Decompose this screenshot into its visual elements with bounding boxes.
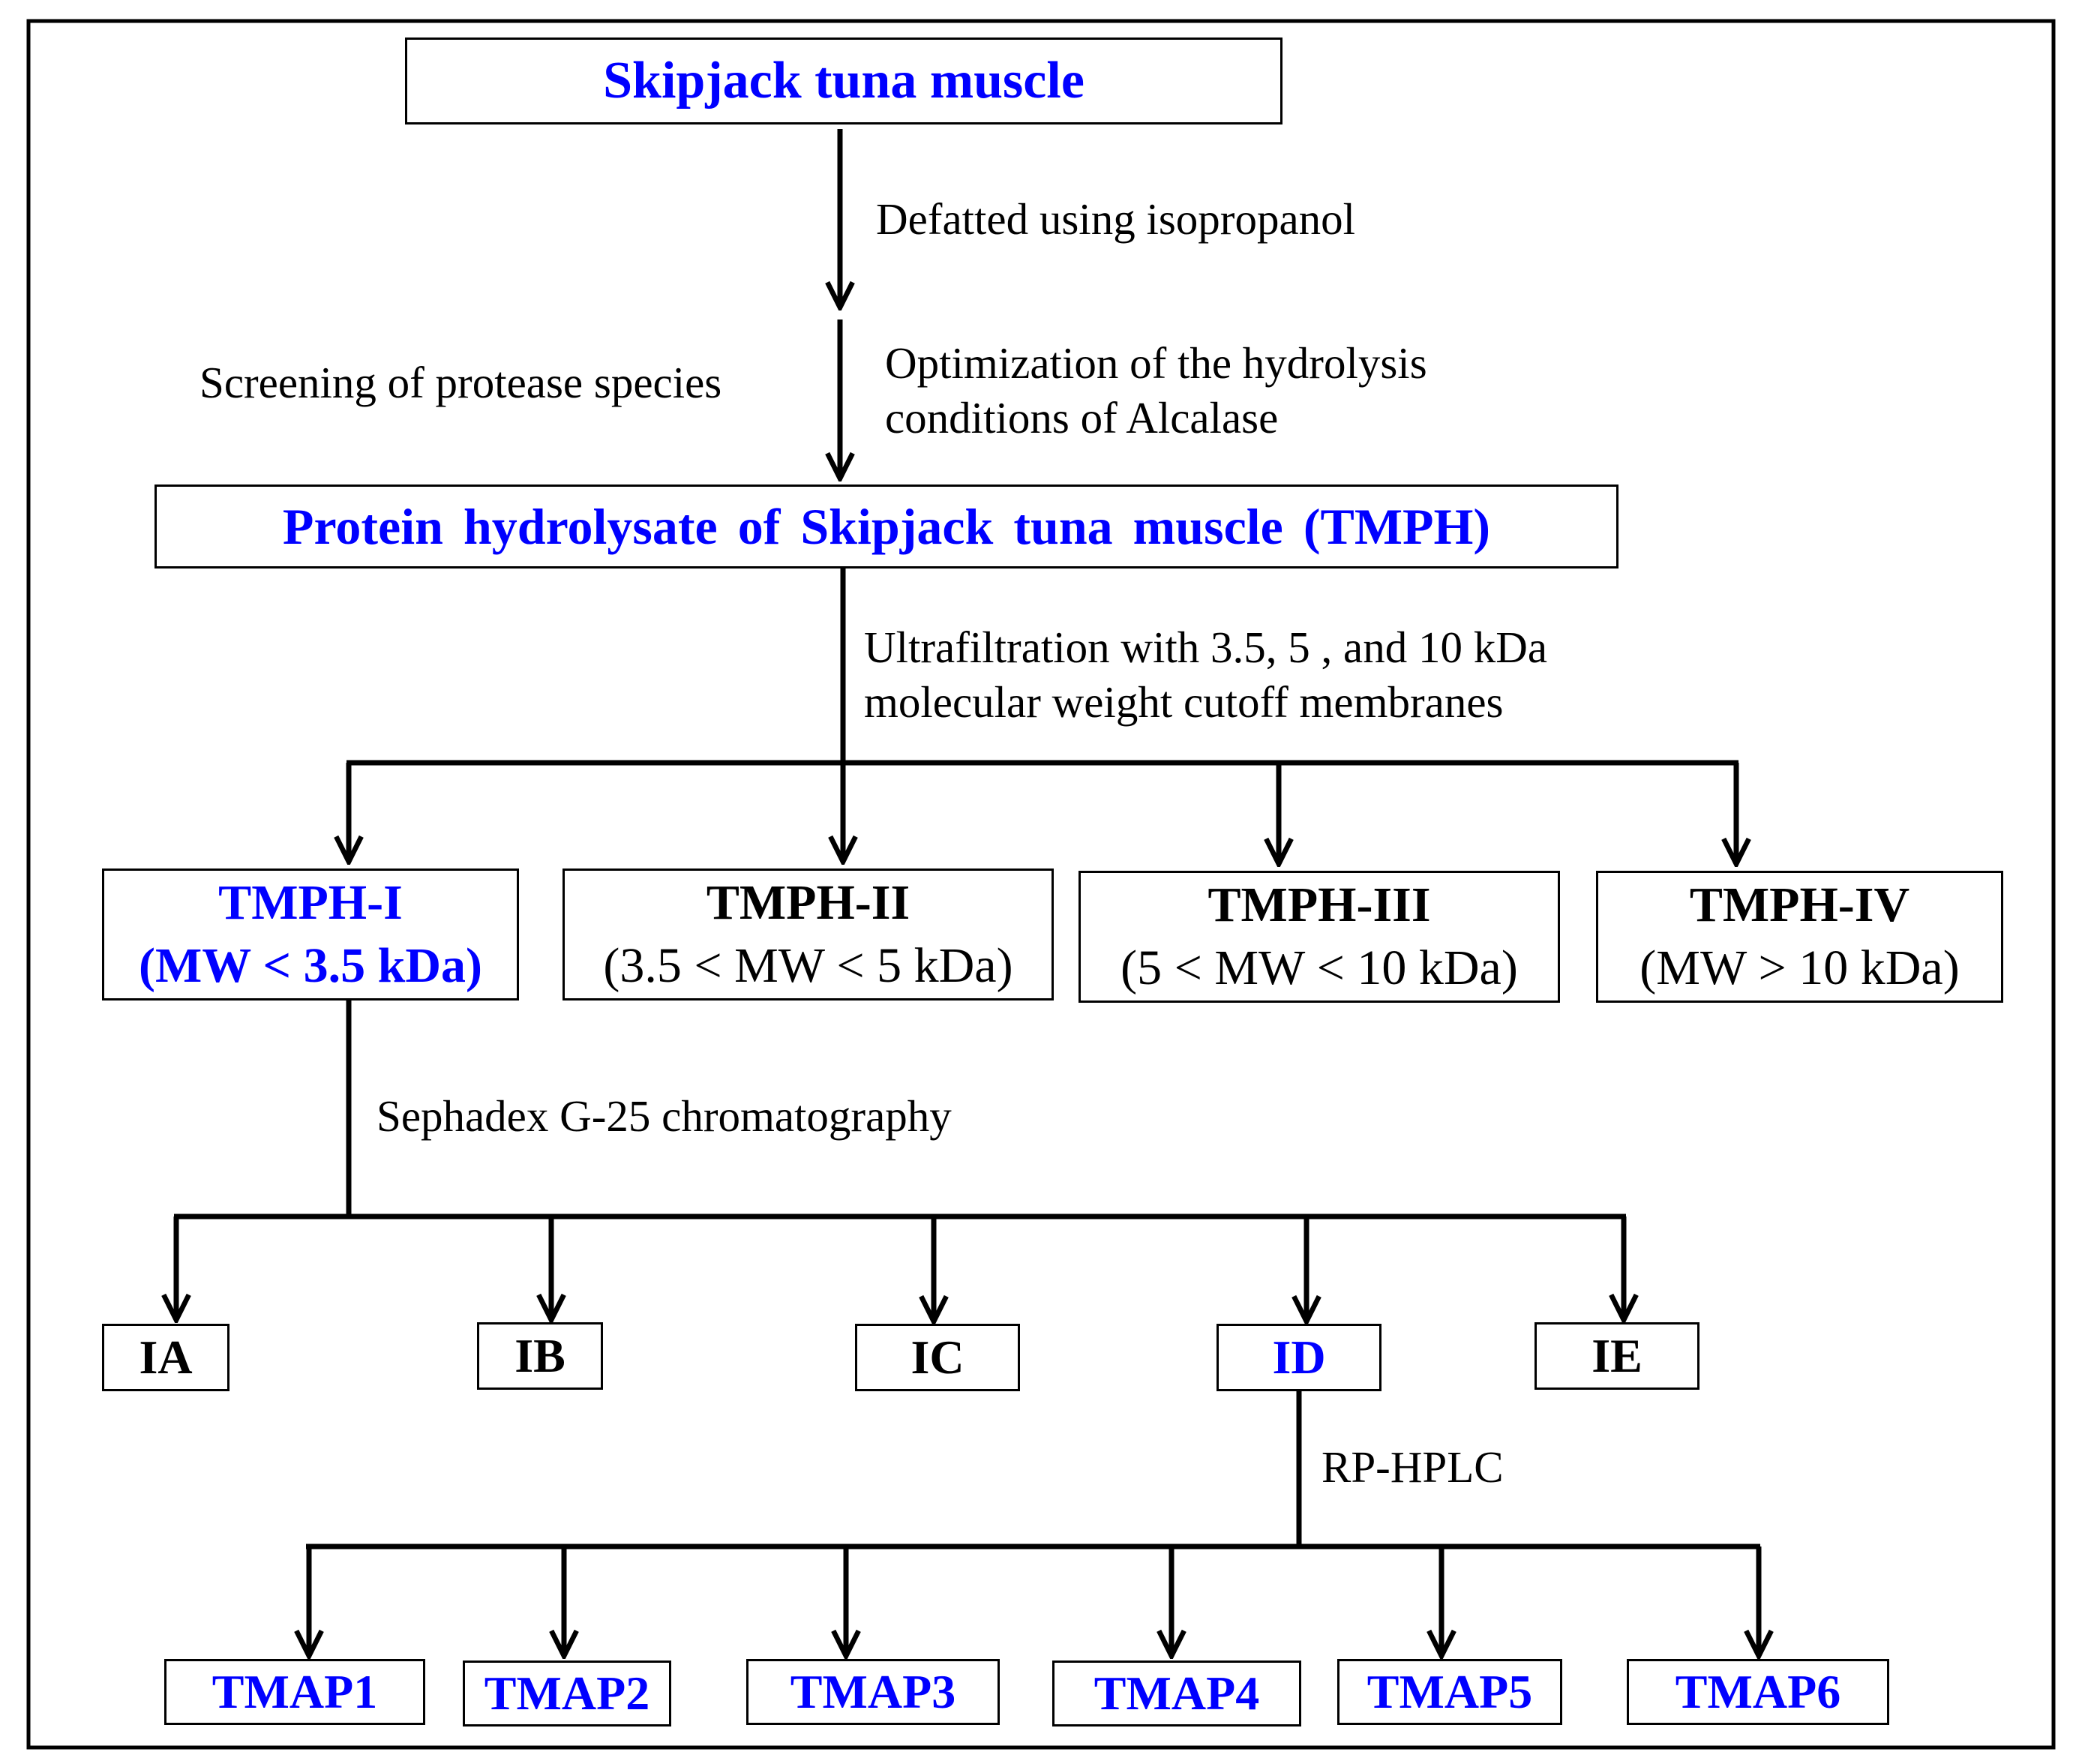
node-tmph-ii-range: (3.5 < MW < 5 kDa) [603,938,1013,993]
node-tmap3-label: TMAP3 [790,1665,956,1718]
node-ia-label: IA [139,1330,193,1384]
node-ic-label: IC [910,1330,964,1384]
node-tmph: Protein hydrolysate of Skipjack tuna mus… [154,484,1618,568]
node-tmap6-label: TMAP6 [1675,1665,1841,1718]
node-tmap2-label: TMAP2 [484,1666,650,1720]
node-tmph-ii: TMPH-II (3.5 < MW < 5 kDa) [562,868,1054,1000]
node-tmap5: TMAP5 [1337,1659,1562,1725]
node-ic: IC [855,1324,1020,1391]
node-tmap5-label: TMAP5 [1366,1665,1533,1718]
node-tmap4: TMAP4 [1052,1660,1301,1726]
node-ie-label: IE [1592,1329,1642,1382]
node-ib-label: IB [514,1329,566,1382]
node-skipjack-tuna-muscle-label: Skipjack tuna muscle [603,52,1084,110]
outer-frame [26,19,2056,1750]
node-tmph-iii-range: (5 < MW < 10 kDa) [1120,940,1518,995]
step-label-optimization-line1: Optimization of the hydrolysis [885,338,1427,388]
node-id: ID [1216,1324,1382,1391]
node-tmap1-label: TMAP1 [212,1665,378,1718]
node-tmph-i-range: (MW < 3.5 kDa) [138,938,483,993]
node-tmap1: TMAP1 [164,1659,425,1725]
node-tmph-iv: TMPH-IV (MW > 10 kDa) [1596,871,2003,1003]
node-tmph-iii-title: TMPH-III [1208,878,1431,932]
step-label-rphplc: RP-HPLC [1322,1440,1504,1495]
step-label-ultrafiltration-line1: Ultrafiltration with 3.5, 5 , and 10 kDa [864,622,1548,672]
node-tmph-label: Protein hydrolysate of Skipjack tuna mus… [282,497,1491,555]
step-label-ultrafiltration-line2: molecular weight cutoff membranes [864,677,1504,727]
node-id-label: ID [1272,1330,1326,1384]
step-label-sephadex: Sephadex G-25 chromatography [376,1089,952,1144]
step-label-optimization-line2: conditions of Alcalase [885,393,1279,442]
node-tmap2: TMAP2 [463,1660,671,1726]
node-tmph-i-title: TMPH-I [218,875,403,930]
node-tmap4-label: TMAP4 [1094,1666,1260,1720]
node-tmph-iii: TMPH-III (5 < MW < 10 kDa) [1078,871,1560,1003]
node-tmph-ii-title: TMPH-II [706,875,910,930]
step-label-optimization: Optimization of the hydrolysis condition… [885,336,1427,446]
node-tmap6: TMAP6 [1627,1659,1889,1725]
step-label-screening: Screening of protease species [200,356,722,410]
node-tmph-i: TMPH-I (MW < 3.5 kDa) [102,868,519,1000]
step-label-ultrafiltration: Ultrafiltration with 3.5, 5 , and 10 kDa… [864,620,1547,730]
node-ia: IA [102,1324,230,1391]
step-label-defatted-text: Defatted using isopropanol [876,194,1356,244]
node-ib: IB [477,1322,603,1390]
node-ie: IE [1534,1322,1700,1390]
step-label-sephadex-text: Sephadex G-25 chromatography [376,1091,952,1141]
node-tmap3: TMAP3 [746,1659,1000,1725]
step-label-screening-text: Screening of protease species [200,358,722,407]
step-label-rphplc-text: RP-HPLC [1322,1442,1504,1492]
step-label-defatted: Defatted using isopropanol [876,192,1355,247]
node-tmph-iv-title: TMPH-IV [1689,878,1910,932]
node-skipjack-tuna-muscle: Skipjack tuna muscle [405,38,1282,124]
node-tmph-iv-range: (MW > 10 kDa) [1640,940,1960,995]
